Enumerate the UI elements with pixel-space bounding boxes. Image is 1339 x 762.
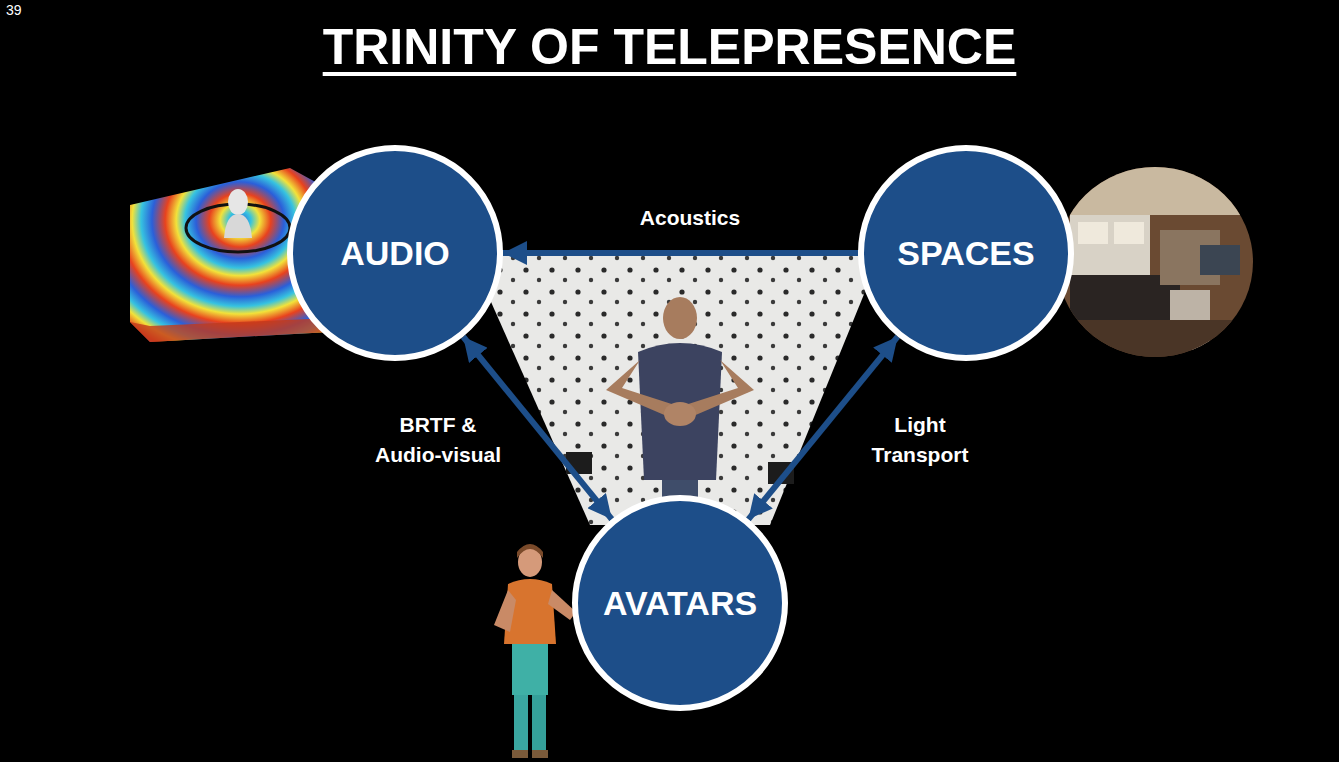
circle-shape	[575, 498, 785, 708]
room-fisheye-photo	[1050, 160, 1260, 370]
capture-stage-photo	[468, 250, 882, 525]
relation-label: Acoustics	[580, 203, 800, 233]
topic-circle: SPACES	[858, 145, 1074, 361]
woman-avatar	[494, 544, 576, 758]
circle-shape	[861, 148, 1071, 358]
topic-name: AUDIO	[340, 234, 450, 273]
wave-field-side	[130, 318, 330, 342]
head-bust	[224, 189, 252, 238]
dotted-backdrop	[468, 250, 882, 525]
topic-name: AVATARS	[603, 584, 757, 623]
slide-title: TRINITY OF TELEPRESENCE	[0, 18, 1339, 76]
relation-arrow	[503, 250, 858, 256]
slide-number: 39	[6, 2, 22, 18]
relation-label: BRTF & Audio-visual	[371, 410, 506, 471]
relation-arrow	[748, 337, 897, 520]
relation-arrow	[463, 337, 612, 520]
man-figure	[606, 297, 754, 525]
topic-name: SPACES	[897, 234, 1034, 273]
topic-circle: AUDIO	[287, 145, 503, 361]
circle-shape	[290, 148, 500, 358]
relation-label: Light Transport	[853, 410, 988, 471]
topic-circle: AVATARS	[572, 495, 788, 711]
